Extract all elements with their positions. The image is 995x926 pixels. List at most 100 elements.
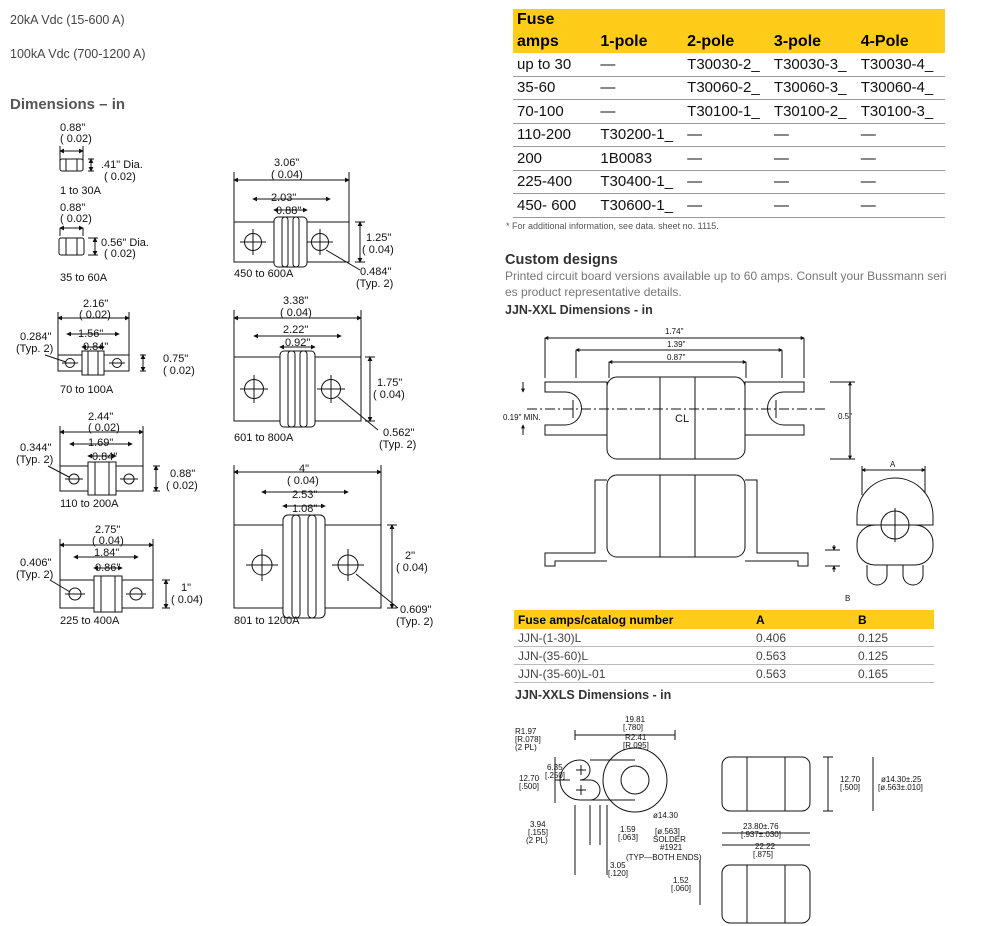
xxls-d394: 3.94: [530, 820, 546, 829]
col-3-pole: 3-pole: [769, 31, 857, 53]
cell: —: [856, 123, 945, 147]
cell: T30100-1_: [683, 99, 770, 124]
b225-overall: 2.75": [95, 524, 120, 536]
b450-overall-tol: ( 0.04): [271, 169, 303, 181]
cell: 450- 600: [513, 193, 597, 218]
cell: T30060-4_: [856, 76, 945, 100]
col-a: A: [752, 610, 854, 629]
b601-height: 1.75": [377, 377, 402, 389]
xxls-d1430rb: [ø.563±.010]: [878, 783, 923, 792]
cell: T30200-1_: [596, 123, 684, 147]
b450-body: 0.88": [276, 205, 301, 217]
cell: 0.165: [854, 664, 934, 683]
b601-overall: 3.38": [283, 295, 308, 307]
col-1-pole: 1-pole: [596, 31, 684, 53]
cell: T30030-3_: [769, 53, 857, 77]
xxl-h: 0.5": [838, 412, 852, 421]
table-row: 35-60—T30060-2_T30060-3_T30060-4_: [513, 76, 945, 100]
xxl-d2: 1.39": [667, 340, 686, 349]
custom-designs-title: Custom designs: [505, 252, 618, 268]
custom-line-1: Printed circuit board versions available…: [505, 269, 947, 283]
cell: 0.125: [854, 646, 934, 665]
b110-range: 110 to 200A: [60, 498, 119, 510]
cell: T30060-2_: [683, 76, 770, 100]
xxls-dsol: [ø.563]: [655, 827, 680, 836]
table-row: 70-100—T30100-1_T30100-2_T30100-3_: [513, 99, 945, 124]
cell: 1B0083: [596, 146, 684, 171]
col-amps: amps: [513, 31, 597, 53]
xxls-r197: R1.97: [515, 727, 537, 736]
xxl-drawing: 1.74" 1.39" 0.87" 0.19" MIN. CL 0.5" A B: [503, 327, 934, 603]
xxls-d635b: [.250]: [545, 771, 565, 780]
xxls-h1270: 12.70: [519, 774, 540, 783]
b225-height-tol: ( 0.04): [171, 594, 203, 606]
b450-inner: 2.03": [271, 192, 296, 204]
b601-inner: 2.22": [283, 324, 308, 336]
b801-overall-tol: ( 0.04): [287, 475, 319, 487]
f1-range: 1 to 30A: [60, 185, 102, 197]
xxls-drawing: R1.97 [R.078] (2 PL) 19.81 [.780] R2.41 …: [515, 715, 923, 924]
b450-height-tol: ( 0.04): [362, 244, 394, 256]
xxls-d394c: (2 PL): [526, 836, 548, 845]
cell: —: [683, 146, 770, 171]
xxls-r197b: [R.078]: [515, 735, 541, 744]
b601-hole-note: (Typ. 2): [379, 439, 416, 451]
xxls-d305b: [.120]: [608, 869, 628, 878]
b225-overall-tol: ( 0.04): [92, 535, 124, 547]
b801-overall: 4": [299, 463, 309, 475]
f1-dia-tol: ( 0.02): [104, 171, 136, 183]
cell: —: [769, 123, 857, 147]
cell: 110-200: [513, 123, 597, 147]
b110-height-tol: ( 0.02): [166, 480, 198, 492]
f2-dia-tol: ( 0.02): [104, 248, 136, 260]
xxls-d152: 1.52: [673, 876, 689, 885]
cell: —: [683, 193, 770, 218]
b70-height-tol: ( 0.02): [163, 365, 195, 377]
b601-hole: 0.562": [383, 427, 415, 439]
xxls-d1430: ø14.30: [653, 811, 678, 820]
xxls-title: JJN-XXLS Dimensions - in: [515, 688, 672, 702]
cell: T30030-4_: [856, 53, 945, 77]
b110-body: 0.84": [92, 451, 117, 463]
b225-range: 225 to 400A: [60, 615, 120, 627]
b70-overall-tol: ( 0.02): [79, 309, 111, 321]
b70-body: 0.84": [83, 341, 108, 353]
b70-overall: 2.16": [83, 298, 108, 310]
xxls-l2222b: [.875]: [753, 850, 773, 859]
xxls-h1270b: [.500]: [519, 782, 539, 791]
cell: 0.125: [854, 629, 934, 647]
xxls-d305: 3.05: [610, 861, 626, 870]
cell: —: [856, 146, 945, 171]
rating-line-2: 100kA Vdc (700-1200 A): [10, 47, 146, 61]
b110-overall: 2.44": [88, 411, 113, 423]
cell: —: [856, 193, 945, 218]
b450-overall: 3.06": [274, 157, 299, 169]
col-2-pole: 2-pole: [683, 31, 770, 53]
cell: 0.406: [752, 629, 854, 647]
table-header-fuse: Fuse: [513, 9, 945, 31]
cell: JJN-(1-30)L: [514, 629, 752, 647]
xxls-l2222: 22.22: [755, 842, 776, 851]
cell: JJN-(35-60)L-01: [514, 664, 752, 683]
xxls-solder: SOLDER: [653, 835, 686, 844]
xxls-w1981b: [.780]: [623, 723, 643, 732]
cell: 225-400: [513, 170, 597, 194]
cell: T30100-3_: [856, 99, 945, 124]
table-note: * For additional information, see data. …: [506, 221, 719, 231]
cell: —: [596, 53, 684, 77]
xxl-b: B: [845, 594, 850, 603]
b450-hole: 0.484": [360, 266, 392, 278]
b225-height: 1": [181, 582, 191, 594]
xxl-min: 0.19" MIN.: [503, 413, 541, 422]
b70-height: 0.75": [163, 353, 188, 365]
b801-height-tol: ( 0.04): [396, 562, 428, 574]
b70-hole-note: (Typ. 2): [16, 343, 53, 355]
xxls-d159b: [.063]: [618, 833, 638, 842]
xxls-d394b: [.155]: [528, 828, 548, 837]
